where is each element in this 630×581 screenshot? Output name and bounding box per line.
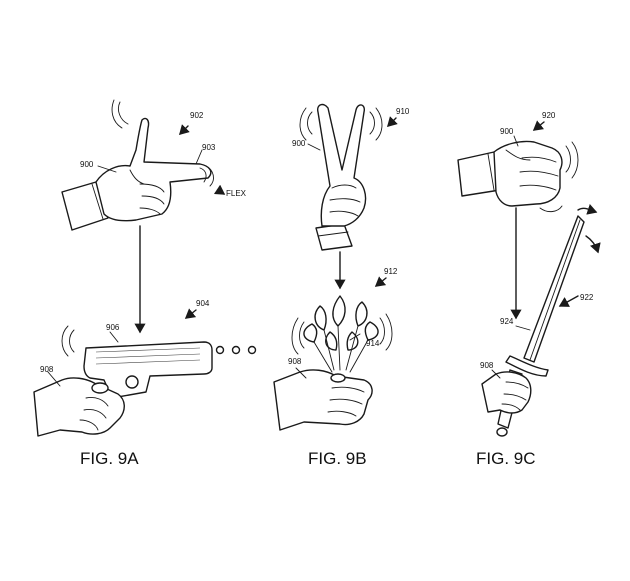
ref-908-9c: 908 xyxy=(480,361,494,370)
caption-fig-9b: FIG. 9B xyxy=(308,449,367,468)
virtual-gun xyxy=(61,325,257,399)
user-hand-holding-bouquet xyxy=(273,369,373,431)
figure-9c: 920 900 922 924 908 FIG. 9C xyxy=(457,111,601,468)
ref-904: 904 xyxy=(196,299,210,308)
caption-fig-9a: FIG. 9A xyxy=(80,449,139,468)
ref-900-9b: 900 xyxy=(292,139,306,148)
peace-sign-hand xyxy=(299,103,383,251)
figure-9a: 902 900 903 FLEX 904 906 908 FIG. 9A xyxy=(33,99,257,468)
user-hand-holding-sword xyxy=(481,371,532,414)
gun-gesture-hand xyxy=(61,99,214,231)
ref-920: 920 xyxy=(542,111,556,120)
ref-910: 910 xyxy=(396,107,410,116)
ref-902: 902 xyxy=(190,111,204,120)
ref-908-9a: 908 xyxy=(40,365,54,374)
ref-906: 906 xyxy=(106,323,120,332)
user-hand-holding-gun xyxy=(33,377,125,437)
ref-922: 922 xyxy=(580,293,594,302)
ref-924: 924 xyxy=(500,317,514,326)
ref-900-9c: 900 xyxy=(500,127,514,136)
ref-908-9b: 908 xyxy=(288,357,302,366)
fist-gesture-hand xyxy=(457,140,579,213)
virtual-flower-bouquet xyxy=(291,295,393,373)
ref-912: 912 xyxy=(384,267,398,276)
figure-9b: 910 900 912 914 908 FIG. 9B xyxy=(273,103,410,468)
ref-903: 903 xyxy=(202,143,216,152)
flex-label: FLEX xyxy=(226,189,247,198)
ref-914: 914 xyxy=(366,339,380,348)
caption-fig-9c: FIG. 9C xyxy=(476,449,536,468)
ref-900-9a: 900 xyxy=(80,160,94,169)
